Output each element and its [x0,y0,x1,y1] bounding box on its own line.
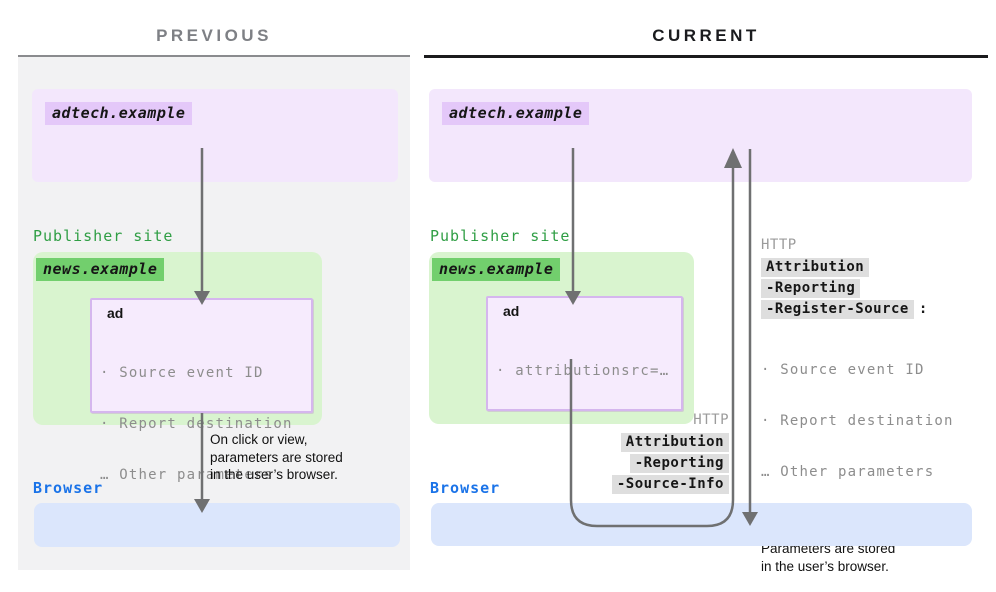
previous-publisher-site-label: Publisher site [33,227,174,245]
ad-param-line: · Source event ID [100,365,264,381]
response-header-part: Attribution [761,258,870,277]
current-column-title: CURRENT [652,26,760,45]
previous-ad-box: ad · Source event ID · Report destinatio… [90,298,313,483]
previous-adtech-label: adtech.example [45,102,193,125]
current-browser-box [431,503,972,546]
response-parameters: · Source event ID · Report destination …… [761,328,981,515]
response-header-part: -Register-Source [761,300,914,319]
current-response-header-stack: HTTP Attribution -Reporting -Register-So… [761,237,981,575]
request-header-part: -Source-Info [611,475,729,494]
ad-param-line: · Report destination [100,416,293,432]
response-param-line: · Source event ID [761,362,925,378]
current-adtech-box: adtech.example [429,89,972,182]
current-ad-parameters: · attributionsrc=… [496,329,681,414]
request-header-part: Attribution [620,433,729,452]
current-column-rule [424,55,988,58]
current-browser-label: Browser [430,479,501,497]
current-news-box: news.example ad · attributionsrc=… [429,252,694,424]
previous-adtech-box: adtech.example [32,89,398,182]
note-line: in the user’s browser. [210,467,338,482]
response-param-line: … Other parameters [761,464,935,480]
request-header-part: -Reporting [629,454,729,473]
previous-click-note: On click or view, parameters are stored … [210,431,343,484]
http-protocol-label: HTTP [693,412,729,428]
note-line: On click or view, [210,432,308,447]
previous-column-title: PREVIOUS [156,26,272,45]
current-adtech-label: adtech.example [442,102,590,125]
note-line: in the user’s browser. [761,558,889,574]
current-publisher-site-label: Publisher site [430,227,571,245]
previous-ad-parameters: · Source event ID · Report destination …… [100,331,311,518]
http-protocol-label: HTTP [761,237,797,253]
previous-news-label: news.example [36,258,165,281]
note-line: parameters are stored [210,449,343,465]
current-news-label: news.example [432,258,561,281]
previous-browser-box [34,503,400,547]
current-ad-title: ad [503,303,520,319]
previous-news-box: news.example ad · Source event ID · Repo… [33,252,322,483]
current-ad-box: ad · attributionsrc=… [486,296,683,411]
response-header-suffix: : [918,301,928,317]
current-request-header-stack: HTTP Attribution -Reporting -Source-Info [479,412,729,496]
previous-column-rule [18,55,410,57]
response-param-line: · Report destination [761,413,954,429]
previous-ad-title: ad [107,305,124,321]
response-header-part: -Reporting [761,279,861,298]
ad-param-line: · attributionsrc=… [496,363,670,379]
previous-browser-label: Browser [33,479,104,497]
